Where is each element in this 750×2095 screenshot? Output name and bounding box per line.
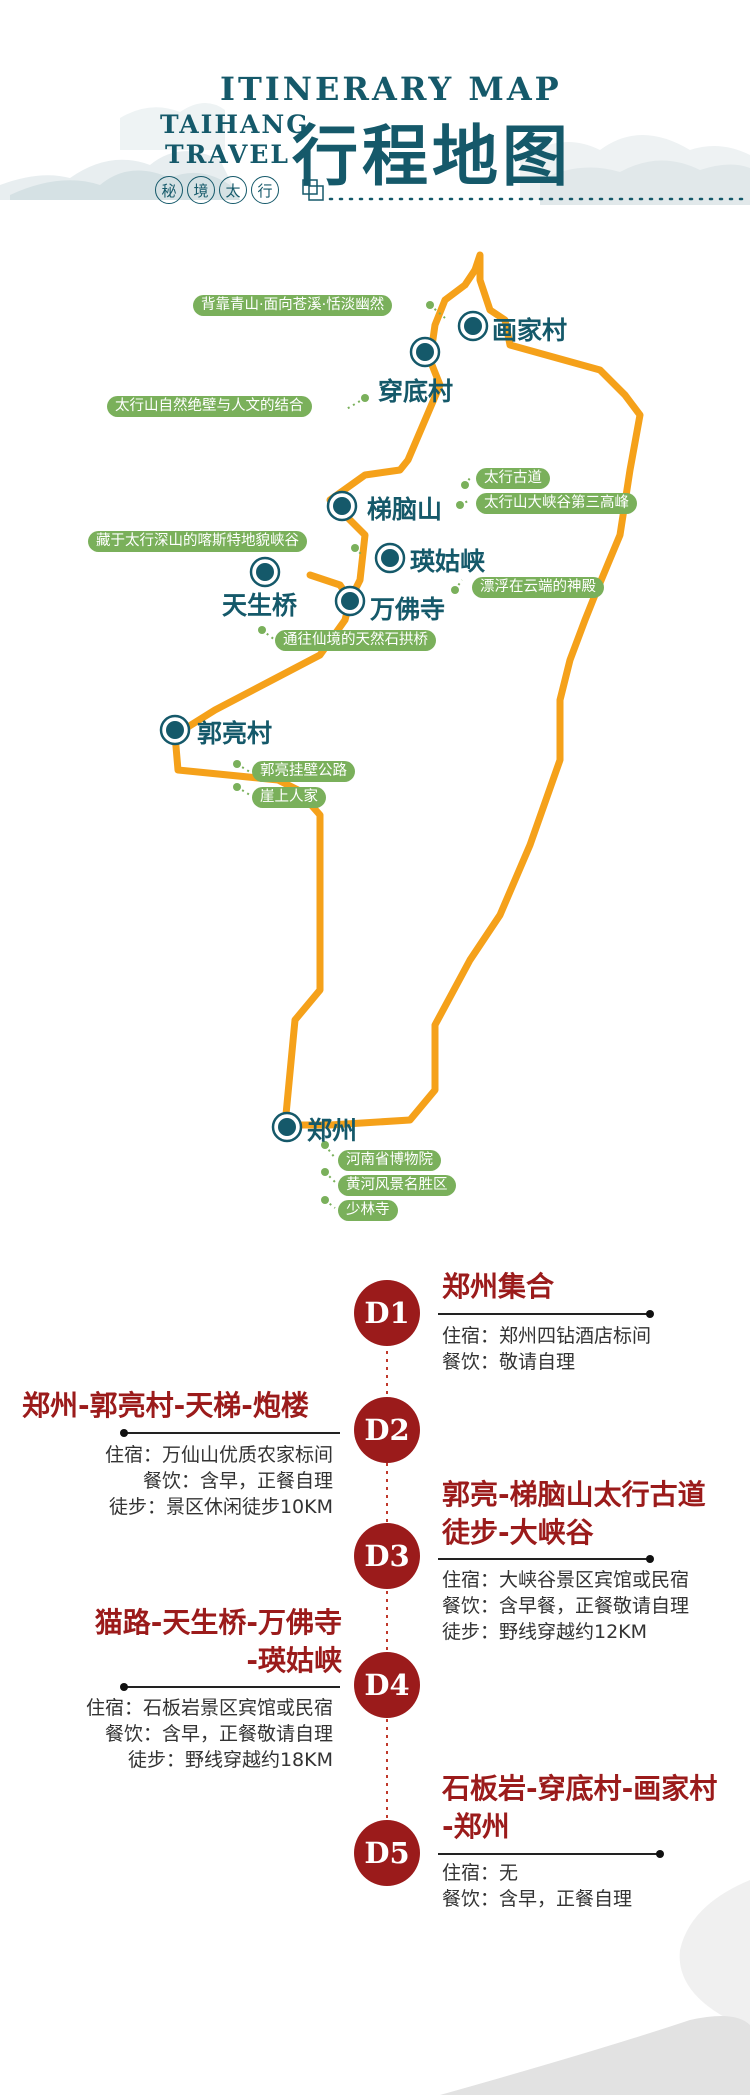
tag-tinao-2: 太行山大峡谷第三高峰 xyxy=(476,493,637,514)
day-title-d5: 石板岩-穿底村-画家村 -郑州 xyxy=(442,1770,717,1846)
detail-lodging: 住宿：郑州四钻酒店标间 xyxy=(442,1325,652,1347)
title-english-travel: TRAVEL xyxy=(165,140,290,169)
day-title-line: 石板岩-穿底村-画家村 xyxy=(442,1772,718,1805)
title-chinese: 行程地图 xyxy=(292,117,572,195)
day-details-d2: 住宿：万仙山优质农家标间 餐饮：含早，正餐自理 徒步：景区休闲徒步10KM xyxy=(105,1442,333,1520)
detail-lodging: 住宿：大峡谷景区宾馆或民宿 xyxy=(442,1569,690,1591)
tag-tiansheng: 通往仙境的天然石拱桥 xyxy=(275,630,436,651)
day-title-d3: 郭亮-梯脑山太行古道 徒步-大峡谷 xyxy=(442,1476,706,1552)
day-title-line: 徒步-大峡谷 xyxy=(442,1516,594,1549)
detail-lodging: 住宿：石板岩景区宾馆或民宿 xyxy=(85,1697,333,1719)
detail-lodging: 住宿：无 xyxy=(442,1862,519,1884)
divider-d5 xyxy=(438,1850,664,1857)
day-title-line: 郭亮-梯脑山太行古道 xyxy=(442,1478,706,1511)
seal-row: 秘 境 太 行 xyxy=(155,176,279,204)
detail-hiking: 徒步：野线穿越约18KM xyxy=(127,1749,333,1771)
location-wanfo: 万佛寺 xyxy=(370,595,446,624)
day-details-d1: 住宿：郑州四钻酒店标间 餐饮：敬请自理 xyxy=(442,1323,651,1375)
day-badge-d1: D1 xyxy=(354,1280,420,1346)
day-title-line: -郑州 xyxy=(442,1810,510,1843)
tag-huajia: 背靠青山·面向苍溪·恬淡幽然 xyxy=(193,295,393,316)
location-markers xyxy=(159,310,489,1143)
tag-chuandi: 太行山自然绝壁与人文的结合 xyxy=(107,396,312,417)
detail-hiking: 徒步：野线穿越约12KM xyxy=(442,1621,648,1643)
divider-d2 xyxy=(120,1429,340,1436)
location-chuandi: 穿底村 xyxy=(378,377,454,406)
divider-d3 xyxy=(438,1555,654,1562)
day-title-d2: 郑州-郭亮村-天梯-炮楼 xyxy=(22,1389,309,1422)
marker-tinao xyxy=(326,490,358,522)
detail-meals: 餐饮：敬请自理 xyxy=(442,1351,576,1373)
day-details-d5: 住宿：无 餐饮：含早，正餐自理 xyxy=(442,1860,632,1912)
divider-d1 xyxy=(438,1310,654,1317)
detail-lodging: 住宿：万仙山优质农家标间 xyxy=(104,1444,333,1466)
marker-chuandi xyxy=(409,336,441,368)
marker-tiansheng xyxy=(249,556,281,588)
marker-wanfo xyxy=(334,585,366,617)
title-english-line2: TAIHANG TRAVEL xyxy=(160,110,310,170)
seal-char: 境 xyxy=(187,176,215,204)
detail-hiking: 徒步：景区休闲徒步10KM xyxy=(108,1496,333,1518)
tag-zhengzhou-3: 少林寺 xyxy=(338,1200,398,1221)
detail-meals: 餐饮：含早，正餐自理 xyxy=(442,1888,633,1910)
day-details-d3: 住宿：大峡谷景区宾馆或民宿 餐饮：含早餐，正餐敬请自理 徒步：野线穿越约12KM xyxy=(442,1567,689,1645)
marker-yinggu xyxy=(374,542,406,574)
location-tinao: 梯脑山 xyxy=(367,495,443,524)
day-badge-d5: D5 xyxy=(354,1820,420,1886)
day-details-d4: 住宿：石板岩景区宾馆或民宿 餐饮：含早，正餐敬请自理 徒步：野线穿越约18KM xyxy=(86,1695,333,1773)
header: ITINERARY MAP TAIHANG TRAVEL 行程地图 秘 境 太 … xyxy=(0,0,750,230)
tag-yinggu: 藏于太行深山的喀斯特地貌峡谷 xyxy=(88,531,307,552)
location-zhengzhou: 郑州 xyxy=(307,1116,358,1145)
divider-d4 xyxy=(120,1683,340,1690)
location-guoliang: 郭亮村 xyxy=(197,719,273,748)
tag-guoliang-1: 郭亮挂壁公路 xyxy=(252,761,355,782)
tag-wanfo: 漂浮在云端的神殿 xyxy=(472,577,604,598)
tag-dots xyxy=(233,301,469,1204)
day-badge-d2: D2 xyxy=(354,1397,420,1463)
location-huajia: 画家村 xyxy=(492,316,568,345)
day-title-line: -瑛姑峡 xyxy=(246,1644,342,1677)
day-badge-d3: D3 xyxy=(354,1523,420,1589)
tag-zhengzhou-1: 河南省博物院 xyxy=(338,1150,441,1171)
seal-char: 秘 xyxy=(155,176,183,204)
seal-char: 太 xyxy=(219,176,247,204)
detail-meals: 餐饮：含早餐，正餐敬请自理 xyxy=(442,1595,690,1617)
day-title-d4: 猫路-天生桥-万佛寺 -瑛姑峡 xyxy=(95,1604,342,1680)
tag-guoliang-2: 崖上人家 xyxy=(252,787,326,808)
location-yinggu: 瑛姑峡 xyxy=(410,547,486,576)
marker-guoliang xyxy=(159,714,191,746)
location-tiansheng: 天生桥 xyxy=(222,591,298,620)
tag-tinao-1: 太行古道 xyxy=(476,468,550,489)
marker-zhengzhou xyxy=(271,1111,303,1143)
day-badge-d4: D4 xyxy=(354,1652,420,1718)
detail-meals: 餐饮：含早，正餐敬请自理 xyxy=(104,1723,333,1745)
title-english-taihang: TAIHANG xyxy=(160,110,310,139)
title-english-line1: ITINERARY MAP xyxy=(220,70,562,108)
route-map: 画家村 穿底村 梯脑山 瑛姑峡 天生桥 万佛寺 郭亮村 郑州 背靠青山·面向苍溪… xyxy=(88,251,644,1221)
seal-char: 行 xyxy=(251,176,279,204)
day-title-d1: 郑州集合 xyxy=(442,1270,555,1303)
marker-huajia xyxy=(457,310,489,342)
detail-meals: 餐饮：含早，正餐自理 xyxy=(142,1470,333,1492)
tag-zhengzhou-2: 黄河风景名胜区 xyxy=(338,1175,456,1196)
day-title-line: 猫路-天生桥-万佛寺 xyxy=(94,1606,342,1639)
